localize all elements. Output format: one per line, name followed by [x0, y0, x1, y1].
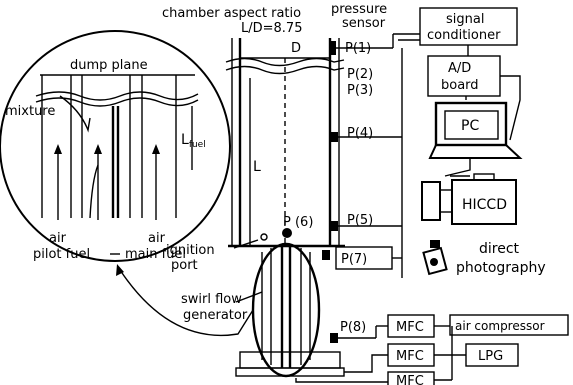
sensor-p7: P(7)	[341, 252, 367, 267]
aspect-ratio-value: L/D=8.75	[241, 21, 302, 36]
pc-laptop-icon	[428, 101, 523, 159]
swirl-label-2: generator	[183, 308, 248, 323]
l-fuel-label: Lfuel	[181, 132, 206, 150]
mfc-piping	[295, 325, 466, 383]
pilot-fuel-label: pilot fuel	[33, 247, 90, 262]
air-left-label: air	[49, 231, 67, 246]
aspect-ratio-title: chamber aspect ratio	[162, 6, 301, 21]
sensor-p6: P (6)	[283, 215, 313, 230]
inset-detail-view	[0, 30, 231, 262]
sensor-p5: P(5)	[347, 213, 373, 228]
diameter-label: D	[291, 41, 301, 56]
sensor-p8: P(8)	[340, 320, 366, 335]
lpg-label: LPG	[478, 349, 503, 364]
direct-photography-label-1: direct	[479, 241, 520, 257]
signal-conditioner-label-1: signal	[446, 12, 484, 27]
direct-photography-label-2: photography	[456, 260, 546, 276]
pressure-sensor-label-1: pressure	[331, 2, 387, 17]
ad-board-label-1: A/D	[448, 61, 471, 76]
pressure-sensor-label-2: sensor	[342, 16, 386, 31]
sensor-p2: P(2)	[347, 67, 373, 82]
hiccd-camera-icon	[421, 173, 517, 225]
sensor-p3: P(3)	[347, 83, 373, 98]
mfc-label-3: MFC	[396, 374, 424, 385]
mfc-label-1: MFC	[396, 320, 424, 335]
hiccd-label: HICCD	[462, 197, 507, 213]
pressure-sensors	[322, 41, 338, 343]
ignition-port-label-2: port	[171, 258, 198, 273]
air-compressor-box	[449, 314, 569, 336]
ad-board-label-2: board	[441, 78, 479, 93]
inset-connector-arrow	[119, 269, 254, 337]
pc-label: PC	[461, 118, 479, 134]
photo-camera-icon	[422, 240, 448, 276]
swirl-label-1: swirl flow	[181, 292, 242, 307]
sensor-p4: P(4)	[347, 126, 373, 141]
air-right-label: air	[148, 231, 166, 246]
dump-plane-label: dump plane	[70, 58, 148, 73]
mixture-label: mixture	[5, 104, 55, 119]
p6-sensor-dot	[282, 228, 292, 238]
ignition-port-marker	[260, 233, 268, 241]
length-label: L	[253, 159, 261, 175]
mfc-label-2: MFC	[396, 349, 424, 364]
ignition-port-label-1: ignition	[166, 243, 215, 258]
sensor-wiring	[336, 33, 420, 278]
signal-conditioner-label-2: conditioner	[427, 28, 501, 43]
main-fuel-label: main fuel	[125, 247, 186, 262]
air-compressor-label: air compressor	[455, 319, 545, 333]
